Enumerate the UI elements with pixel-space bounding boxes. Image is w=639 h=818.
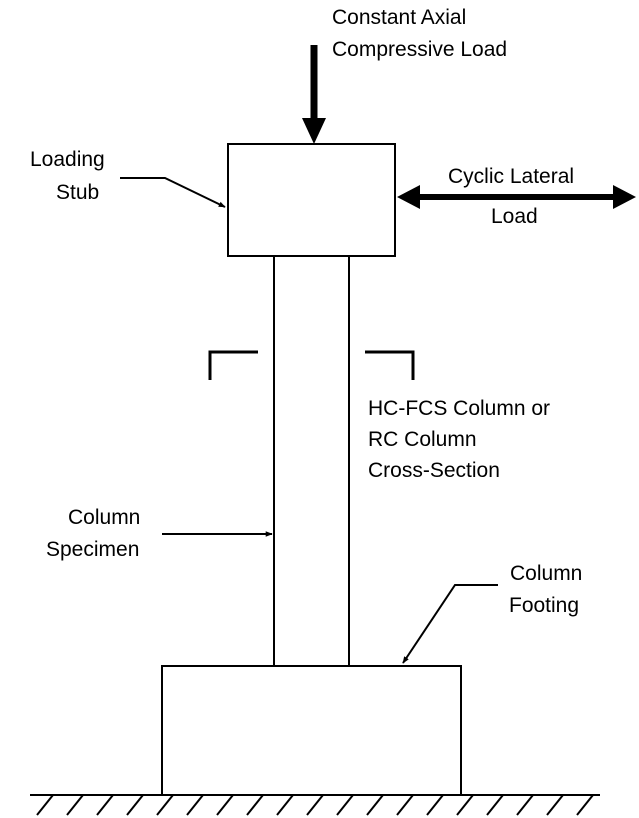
ground-hatch-mark <box>306 794 324 816</box>
ground-hatch-mark <box>486 794 504 816</box>
column-footing <box>161 665 462 796</box>
ground-hatch-mark <box>366 794 384 816</box>
axial-load-label: Constant Axial Compressive Load <box>332 6 507 61</box>
lateral-load-label: Cyclic Lateral Load <box>448 165 580 228</box>
loading-stub-leader <box>120 177 226 208</box>
cross-section-label: HC-FCS Column or RC Column Cross-Section <box>368 397 556 482</box>
column-footing-leader <box>402 584 498 664</box>
section-cut-left-marker <box>208 350 258 380</box>
ground-hatch-mark <box>216 794 234 816</box>
ground-hatch-mark <box>576 794 594 816</box>
section-cut-right-marker <box>365 350 415 380</box>
axial-load-arrow <box>302 45 326 144</box>
ground-hatch-mark <box>426 794 444 816</box>
ground-hatch-mark <box>186 794 204 816</box>
ground-hatch-mark <box>36 794 54 816</box>
ground-hatch-mark <box>516 794 534 816</box>
lateral-load-arrow <box>397 185 636 209</box>
ground-hatch-mark <box>276 794 294 816</box>
ground-hatch-mark <box>126 794 144 816</box>
column-specimen-body <box>273 256 350 666</box>
loading-stub <box>227 143 396 257</box>
ground-hatch-mark <box>96 794 114 816</box>
ground-hatch-mark <box>246 794 264 816</box>
column-footing-label: Column Footing <box>509 562 588 617</box>
ground-hatch-mark <box>456 794 474 816</box>
ground-hatch-mark <box>156 794 174 816</box>
ground-hatch-mark <box>546 794 564 816</box>
column-specimen-label: Column Specimen <box>46 506 146 561</box>
ground-hatch <box>30 794 600 816</box>
ground-hatch-mark <box>396 794 414 816</box>
ground-hatch-mark <box>66 794 84 816</box>
ground-hatch-mark <box>336 794 354 816</box>
loading-stub-label: Loading Stub <box>30 148 111 204</box>
